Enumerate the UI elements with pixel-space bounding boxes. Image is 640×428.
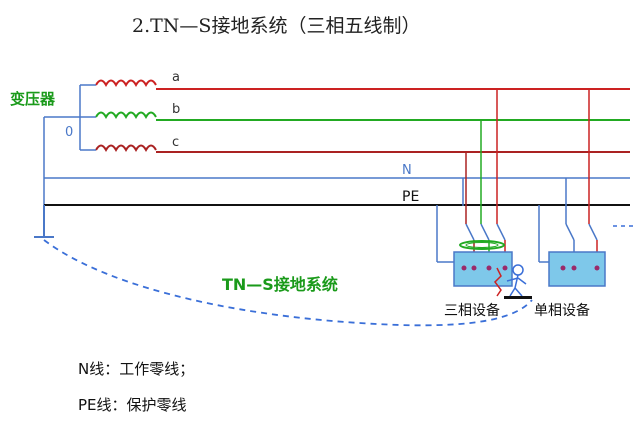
neutral-point-label: 0: [65, 125, 73, 140]
single-phase-terminals: [560, 265, 600, 271]
phase-label-a: a: [172, 70, 180, 85]
diagram-title: 2.TN—S接地系统（三相五线制）: [132, 15, 420, 37]
transformer-coil-a: [95, 79, 157, 88]
pe-line-label: PE: [402, 189, 419, 205]
three-phase-drops: [436, 89, 498, 263]
transformer-coil-c: [95, 144, 157, 153]
current-transformer-ring-inner: [465, 242, 499, 248]
three-phase-terminals: [461, 265, 508, 271]
person-icon: [506, 264, 527, 297]
ground-icon: [34, 205, 54, 238]
legend-pe-line: PE线：保护零线: [78, 396, 187, 414]
transformer-label: 变压器: [10, 90, 56, 108]
transformer-coil-b: [95, 111, 157, 120]
single-phase-device-label: 单相设备: [534, 302, 590, 319]
three-phase-device-label: 三相设备: [444, 302, 500, 319]
star-point-wiring: [43, 84, 96, 205]
ground-plate: [504, 296, 532, 299]
n-line-label: N: [402, 163, 412, 178]
legend-n-line: N线：工作零线；: [78, 360, 194, 378]
current-transformer-ring: [459, 240, 505, 250]
phase-label-c: c: [172, 135, 179, 150]
phase-label-b: b: [172, 102, 180, 117]
single-phase-drops: [538, 89, 590, 263]
ground-loop-dashed: [43, 239, 533, 327]
shock-path: [494, 267, 502, 297]
system-label: TN—S接地系统: [222, 275, 338, 294]
